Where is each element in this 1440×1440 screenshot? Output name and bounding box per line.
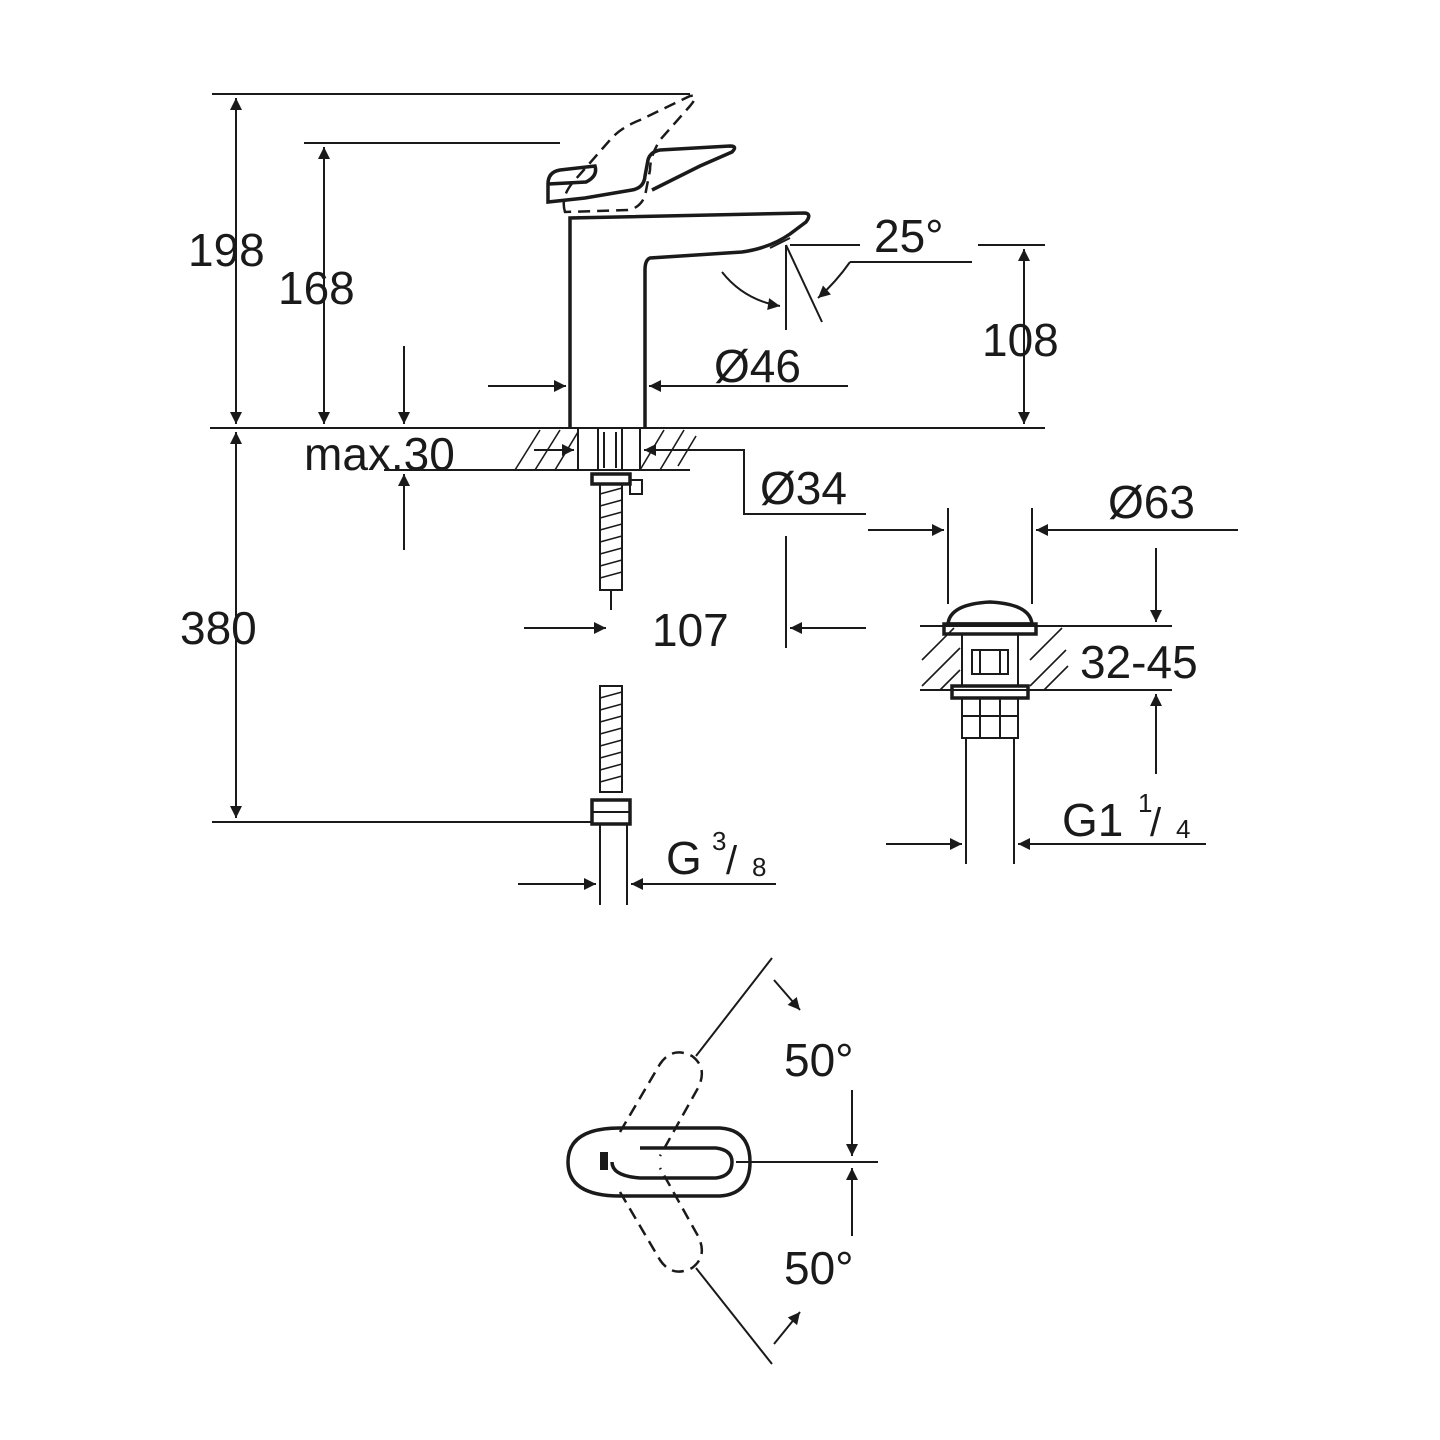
label-total-height: 198 bbox=[188, 224, 265, 276]
label-projection: 107 bbox=[652, 604, 729, 656]
waste-drain bbox=[920, 600, 1069, 864]
label-waste-thread-den: 4 bbox=[1176, 814, 1190, 844]
label-lever-angle-down: 50° bbox=[784, 1242, 854, 1294]
dim-projection: 107 bbox=[524, 536, 866, 656]
plug-flange bbox=[942, 622, 1038, 636]
dim-spout-outlet-height: 108 bbox=[978, 244, 1059, 424]
top-view-lever bbox=[610, 1146, 734, 1180]
label-lever-angle-up: 50° bbox=[784, 1034, 854, 1086]
basin-hatching-left bbox=[921, 627, 961, 691]
label-deck-thickness: max.30 bbox=[304, 428, 455, 480]
dim-lever-angle-up: 50° bbox=[773, 979, 858, 1156]
base-flange bbox=[577, 427, 641, 471]
nut-detail bbox=[629, 479, 643, 495]
waste-body bbox=[961, 633, 1019, 687]
fixing-nut bbox=[590, 472, 632, 486]
label-waste-thread-num: 1 bbox=[1138, 788, 1152, 818]
waste-body-inner bbox=[971, 649, 1009, 675]
faucet-body bbox=[568, 211, 811, 428]
plug-cap bbox=[946, 600, 1034, 626]
radial-line-up bbox=[695, 957, 773, 1057]
dim-hose-length: 380 bbox=[180, 432, 592, 823]
faucet-side-view bbox=[210, 94, 1045, 905]
dim-body-diameter: Ø46 bbox=[488, 340, 848, 392]
dim-lever-angle-down: 50° bbox=[773, 1168, 858, 1345]
label-waste-diameter: Ø63 bbox=[1108, 476, 1195, 528]
hose-lower bbox=[599, 685, 623, 793]
dim-total-height: 198 bbox=[188, 93, 690, 424]
fraction-slash: / bbox=[726, 839, 738, 883]
label-spout-angle: 25° bbox=[874, 210, 944, 262]
mount-stud-top bbox=[597, 427, 623, 471]
label-hose-thread-den: 8 bbox=[752, 852, 766, 882]
dim-deck-thickness: max.30 bbox=[304, 346, 510, 550]
spout-outlet bbox=[769, 237, 791, 249]
dim-spout-angle: 25° bbox=[721, 210, 972, 330]
dim-spout-top-height: 168 bbox=[278, 142, 560, 424]
hose-upper bbox=[599, 483, 623, 591]
waste-locknut-2 bbox=[961, 697, 1019, 739]
lever-rotated-down bbox=[618, 1167, 704, 1273]
dim-waste-thread: G1 1 / 4 bbox=[886, 788, 1206, 850]
label-body-diameter: Ø46 bbox=[714, 340, 801, 392]
lever-closed bbox=[546, 144, 737, 204]
fraction-slash: / bbox=[1150, 801, 1162, 845]
top-view-body bbox=[566, 1126, 752, 1198]
dim-hose-thread: G 3 / 8 bbox=[518, 826, 776, 890]
dim-waste-diameter: Ø63 bbox=[868, 476, 1238, 604]
label-base-diameter: Ø34 bbox=[760, 462, 847, 514]
faucet-top-view bbox=[566, 957, 878, 1365]
outlet-marker bbox=[600, 1152, 608, 1170]
label-spout-top-height: 168 bbox=[278, 262, 355, 314]
radial-line-down bbox=[695, 1267, 773, 1365]
label-hose-thread-num: 3 bbox=[712, 826, 726, 856]
waste-locknut-1 bbox=[950, 684, 1030, 700]
dim-waste-range: 32-45 bbox=[1068, 548, 1198, 774]
label-waste-thread-main: G1 bbox=[1062, 794, 1123, 846]
label-spout-outlet-height: 108 bbox=[982, 314, 1059, 366]
label-waste-range: 32-45 bbox=[1080, 636, 1198, 688]
basin-hatching-right bbox=[1029, 627, 1069, 691]
label-hose-thread-main: G bbox=[666, 832, 702, 884]
label-hose-length: 380 bbox=[180, 602, 257, 654]
dim-base-diameter: Ø34 bbox=[534, 444, 866, 515]
lever-open-dashed bbox=[562, 94, 697, 214]
lever-rotated-up bbox=[618, 1051, 704, 1157]
